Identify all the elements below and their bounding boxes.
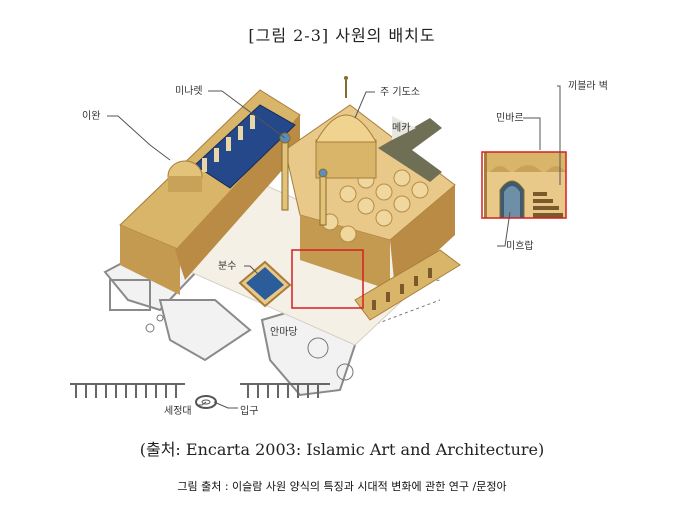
- source-caption: (출처: Encarta 2003: Islamic Art and Archi…: [139, 440, 545, 459]
- label-minaret: 미나렛: [175, 85, 203, 97]
- label-iwan: 이완: [82, 110, 100, 122]
- label-fountain: 분수: [218, 260, 236, 272]
- mecca-arrow: [378, 116, 442, 182]
- minaret-hall: [194, 104, 296, 189]
- right-arcade: [354, 249, 461, 321]
- mihrab-highlight-box: [291, 249, 364, 309]
- label-courtyard: 안마당: [270, 326, 298, 338]
- label-mecca: 메카: [392, 122, 410, 134]
- label-qibla-wall: 끼블라 벽: [568, 80, 608, 92]
- mihrab-detail-inset: [481, 151, 567, 219]
- label-ablution: 세정대: [164, 405, 192, 417]
- label-main-prayer-hall: 주 기도소: [380, 86, 420, 98]
- iwan-dome: [167, 160, 203, 192]
- label-mihrab: 미흐랍: [506, 239, 534, 252]
- arcade-row: [70, 383, 330, 398]
- fountain-pool: [238, 260, 292, 308]
- ablution-fountain: [195, 395, 217, 409]
- small-domes: [321, 169, 429, 243]
- minaret-hall-arches: [202, 115, 255, 172]
- label-entrance: 입구: [240, 404, 258, 417]
- leader-lines: [107, 85, 561, 409]
- figure-title: [그림 2-3] 사원의 배치도: [248, 26, 436, 45]
- minaret-towers: [279, 132, 328, 226]
- label-minbar: 민바르: [496, 112, 524, 124]
- image-credit: 그림 출처 : 이슬람 사원 양식의 특징과 시대적 변화에 관한 연구 /문정…: [177, 480, 507, 493]
